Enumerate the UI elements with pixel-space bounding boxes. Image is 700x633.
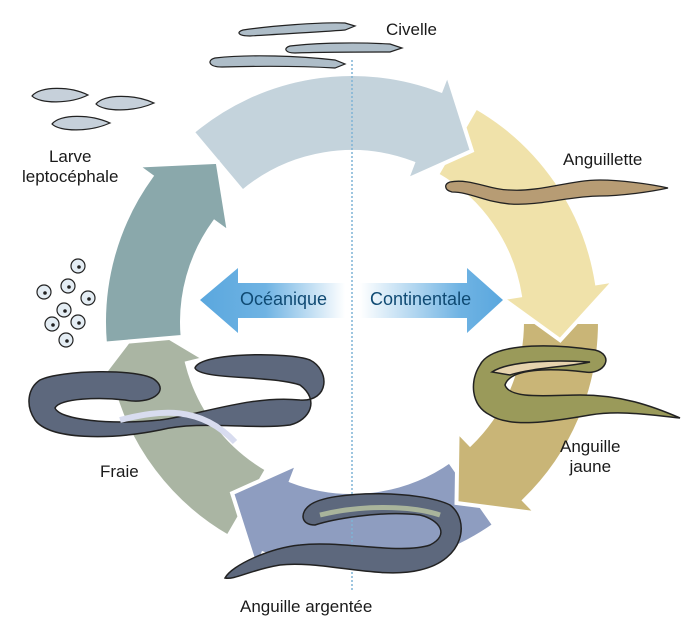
egg-nucleus bbox=[43, 291, 47, 295]
label-larve-line2: leptocéphale bbox=[22, 167, 119, 186]
egg-nucleus bbox=[87, 297, 91, 301]
fraie-illustration bbox=[28, 353, 325, 445]
eggs-illustration bbox=[36, 258, 96, 348]
label-anguille-jaune: Anguille jaune bbox=[560, 437, 621, 477]
label-continentale: Continentale bbox=[370, 289, 472, 309]
civelle-illustration bbox=[209, 22, 404, 69]
anguillette-illustration bbox=[445, 179, 669, 205]
egg-nucleus bbox=[77, 265, 81, 269]
label-larve-line1: Larve bbox=[48, 147, 92, 166]
egg-nucleus bbox=[67, 285, 71, 289]
label-oceanique: Océanique bbox=[240, 289, 328, 309]
label-fraie: Fraie bbox=[100, 462, 139, 481]
label-larve: Larve leptocéphale bbox=[22, 147, 118, 187]
larva-illustration bbox=[31, 87, 156, 131]
egg-nucleus bbox=[63, 309, 67, 313]
egg-nucleus bbox=[51, 323, 55, 327]
anguille-argentee-illustration bbox=[223, 493, 462, 579]
oceanic-arrow bbox=[200, 268, 345, 333]
label-anguillette: Anguillette bbox=[563, 150, 643, 169]
label-anguille-argentee: Anguille argentée bbox=[240, 597, 373, 616]
egg-nucleus bbox=[65, 339, 69, 343]
label-anguille-jaune-line1: Anguille bbox=[560, 437, 621, 456]
label-civelle: Civelle bbox=[386, 20, 438, 39]
egg-nucleus bbox=[77, 321, 81, 325]
continental-arrow bbox=[360, 268, 503, 333]
label-anguille-jaune-line2: jaune bbox=[569, 457, 612, 476]
cycle-arrow-larve bbox=[102, 159, 232, 346]
cycle-arrow-anguillette bbox=[434, 104, 621, 343]
anguille-jaune-illustration bbox=[472, 345, 681, 424]
cycle-arrow-civelle bbox=[189, 67, 475, 195]
